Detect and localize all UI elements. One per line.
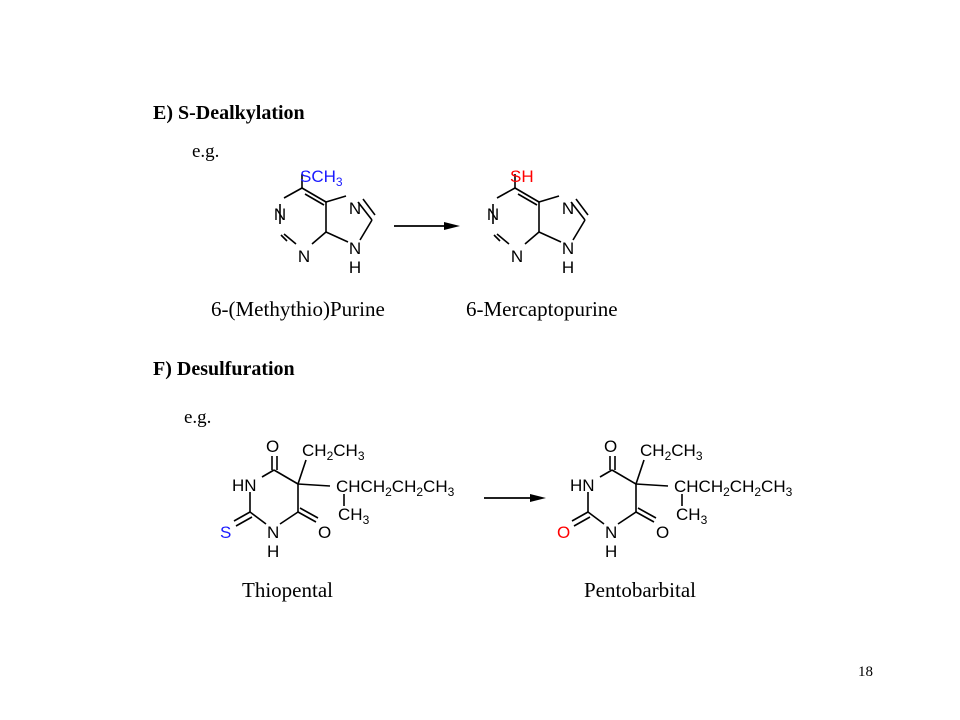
mercaptopurine-structure: N N N N H SH	[487, 167, 589, 277]
product-name-label: Pentobarbital	[584, 578, 696, 602]
svg-text:CHCH2CH2CH3: CHCH2CH2CH3	[674, 477, 793, 499]
reaction-arrowhead	[530, 494, 546, 502]
methylthio-substituent: SCH3	[300, 167, 343, 189]
svg-text:CHCH2CH2CH3: CHCH2CH2CH3	[336, 477, 455, 499]
atom-n: N	[562, 199, 574, 218]
atom-o: O	[266, 437, 279, 456]
reaction-arrowhead	[444, 222, 460, 230]
atom-n: N	[274, 205, 286, 224]
atom-n: N	[562, 239, 574, 258]
atom-h: H	[349, 258, 361, 277]
atom-h: H	[267, 542, 279, 561]
example-label: e.g.	[184, 407, 212, 428]
atom-o: O	[604, 437, 617, 456]
atom-hn: HN	[570, 476, 595, 495]
atom-h: H	[562, 258, 574, 277]
example-label: e.g.	[192, 141, 220, 162]
atom-n: N	[605, 523, 617, 542]
section-heading-desulfuration: F) Desulfuration	[153, 358, 295, 380]
atom-h: H	[605, 542, 617, 561]
section-heading-s-dealkylation: E) S-Dealkylation	[153, 102, 305, 124]
page-number: 18	[858, 664, 873, 680]
atom-n: N	[349, 199, 361, 218]
atom-o: O	[318, 523, 331, 542]
reactant-name-label: 6-(Methythio)Purine	[211, 297, 385, 321]
svg-text:CH3: CH3	[676, 505, 708, 527]
pentobarbital-structure: O HN N H O CH2CH3 CHCH2CH2CH3 CH3 O	[557, 437, 793, 561]
atom-n: N	[349, 239, 361, 258]
thiopental-structure: O HN N H O CH2CH3 CHCH2CH2CH3 CH3 S	[220, 437, 455, 561]
svg-text:CH2CH3: CH2CH3	[640, 441, 703, 463]
atom-n: N	[511, 247, 523, 266]
product-name-label: 6-Mercaptopurine	[466, 297, 618, 321]
thione-sulfur: S	[220, 523, 231, 542]
carbonyl-oxygen: O	[557, 523, 570, 542]
thiol-substituent: SH	[510, 167, 534, 186]
atom-n: N	[487, 205, 499, 224]
reactant-name-label: Thiopental	[242, 578, 333, 602]
methylthiopurine-structure: N N N N H SCH3	[274, 167, 376, 277]
atom-n: N	[267, 523, 279, 542]
atom-n: N	[298, 247, 310, 266]
atom-o: O	[656, 523, 669, 542]
svg-text:CH2CH3: CH2CH3	[302, 441, 365, 463]
atom-hn: HN	[232, 476, 257, 495]
svg-text:CH3: CH3	[338, 505, 370, 527]
